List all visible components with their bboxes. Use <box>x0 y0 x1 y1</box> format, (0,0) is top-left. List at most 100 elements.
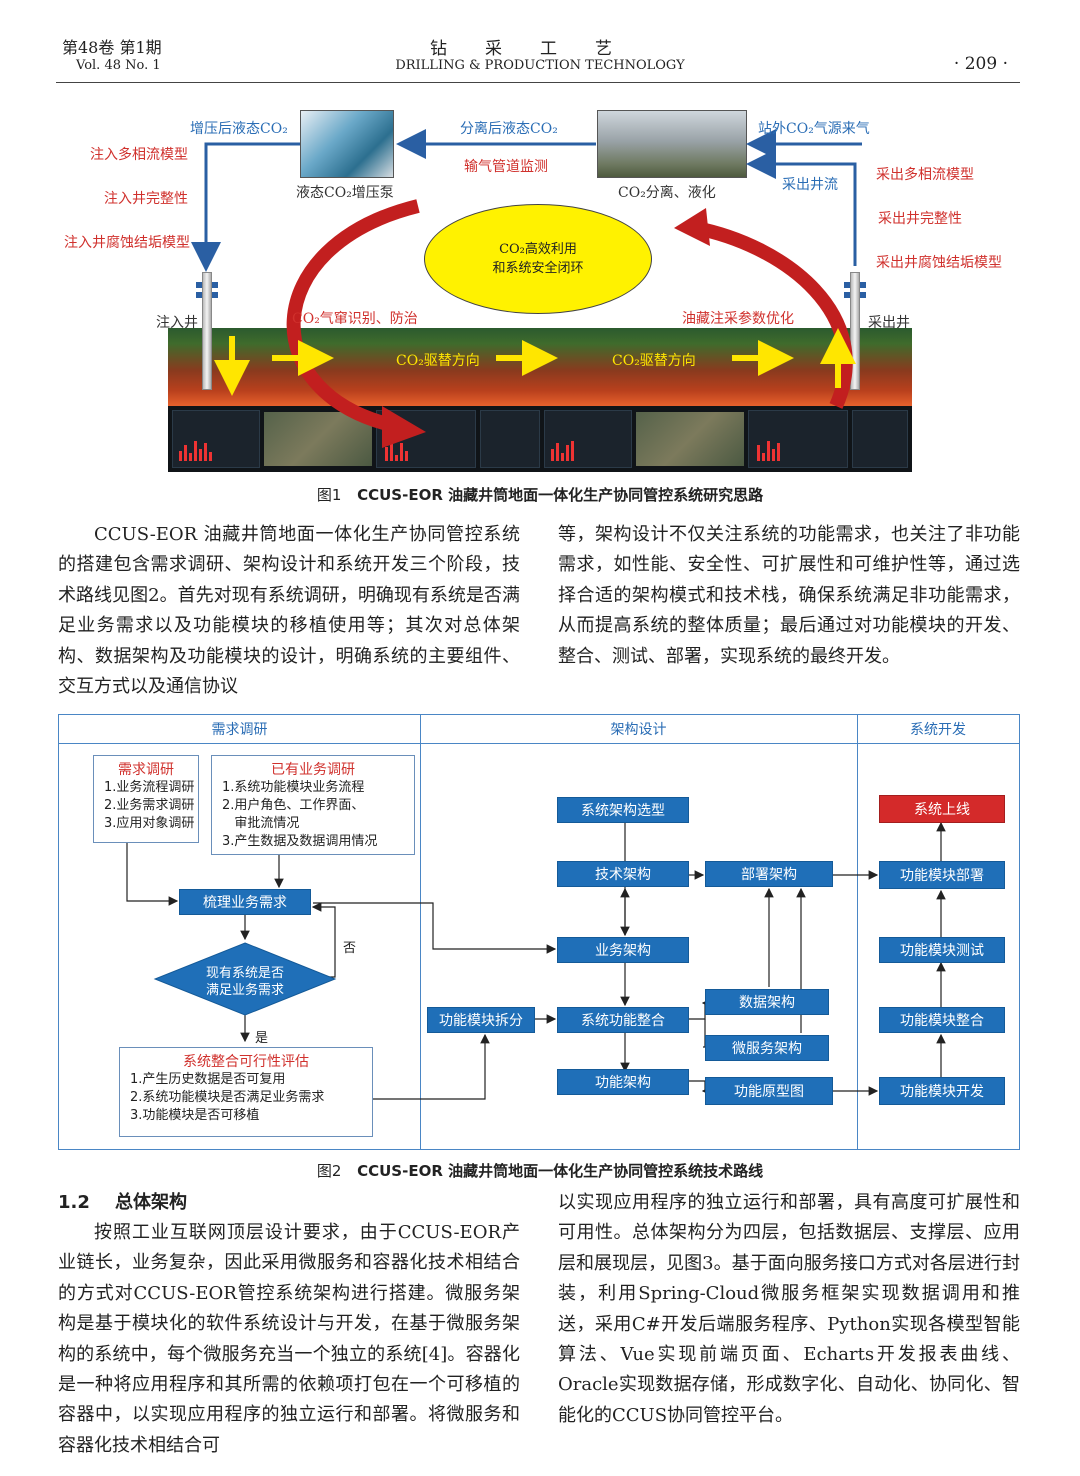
figure-2-number: 图2 <box>316 1162 342 1180</box>
figure-2-title: CCUS-EOR 油藏井筒地面一体化生产协同管控系统技术路线 <box>357 1162 764 1180</box>
bar-sparkline <box>551 441 576 463</box>
label-prod-multiphase: 采出多相流模型 <box>876 167 974 183</box>
figure-1-caption: 图1 CCUS-EOR 油藏井筒地面一体化生产协同管控系统研究思路 <box>0 484 1080 505</box>
system-integration-box: 系统功能整合 <box>557 1007 689 1033</box>
function-architecture-box: 功能架构 <box>557 1069 689 1095</box>
paragraph-text: 以实现应用程序的独立运行和部署，具有高度可扩展性和可用性。总体架构分为四层，包括… <box>558 1192 1020 1426</box>
box-title: 已有业务调研 <box>271 762 355 778</box>
label-gas-channel: CO₂气窜识别、防治 <box>292 311 418 327</box>
red-curve-arrow <box>286 199 420 433</box>
dashboard-map <box>636 412 744 466</box>
module-development-box: 功能模块开发 <box>879 1077 1005 1105</box>
decision-line-1: 现有系统是否 <box>205 966 284 981</box>
dashboard-panel <box>748 410 848 468</box>
label-pipe-monitor: 输气管道监测 <box>464 159 548 175</box>
label-sep-co2: 分离后液态CO₂ <box>460 121 558 137</box>
section-head-requirements: 需求调研 <box>211 722 268 738</box>
dashboard-strip <box>168 406 912 472</box>
label-prod-flow: 采出井流 <box>782 177 838 193</box>
figure-1-number: 图1 <box>316 486 342 504</box>
list-item: 3.功能模块是否可移植 <box>130 1108 260 1123</box>
list-item: 2.业务需求调研 <box>104 798 195 813</box>
prototype-box: 功能原型图 <box>705 1077 833 1105</box>
deploy-architecture-box: 部署架构 <box>705 861 833 887</box>
figure-1-title: CCUS-EOR 油藏井筒地面一体化生产协同管控系统研究思路 <box>357 486 764 504</box>
list-item: 1.系统功能模块业务流程 <box>222 780 365 795</box>
decision-text: 现有系统是否 满足业务需求 <box>153 965 337 999</box>
microservice-architecture-box: 微服务架构 <box>705 1035 829 1061</box>
label-inj-multiphase: 注入多相流模型 <box>90 147 188 163</box>
closed-loop-goal: CO₂高效利用 和系统安全闭环 <box>424 204 652 314</box>
list-item: 3.应用对象调研 <box>104 816 195 831</box>
figure-2: 需求调研 架构设计 系统开发 <box>58 714 1020 1150</box>
red-arrowhead <box>674 208 710 246</box>
list-item: 2.用户角色、工作界面、 <box>222 798 365 813</box>
journal-title-cn: 钻采工艺 <box>430 39 650 59</box>
figure-2-caption: 图2 CCUS-EOR 油藏井筒地面一体化生产协同管控系统技术路线 <box>0 1160 1080 1181</box>
dashboard-panel <box>544 410 632 468</box>
label-prod-well: 采出井 <box>868 315 910 331</box>
section-title: 总体架构 <box>114 1192 187 1213</box>
paragraph-2-left: 按照工业互联网顶层设计要求，由于CCUS-EOR产业链长，业务复杂，因此采用微服… <box>58 1218 520 1461</box>
label-separation: CO₂分离、液化 <box>618 185 716 201</box>
yes-label: 是 <box>255 1031 269 1046</box>
divider <box>420 715 421 1149</box>
no-label: 否 <box>343 941 357 956</box>
flow-line <box>746 149 857 266</box>
divider <box>857 715 858 1149</box>
module-test-box: 功能模块测试 <box>879 937 1005 963</box>
bar-sparkline <box>385 441 410 463</box>
section-number: 1.2 <box>58 1192 90 1213</box>
section-head-development: 系统开发 <box>910 722 966 738</box>
section-head-architecture: 架构设计 <box>610 722 667 738</box>
pump-image <box>300 110 394 178</box>
tech-architecture-box: 技术架构 <box>557 861 689 887</box>
label-pump: 液态CO₂增压泵 <box>296 185 394 201</box>
label-prod-corrosion: 采出井腐蚀结垢模型 <box>876 255 1002 271</box>
red-curve-arrow <box>694 221 853 409</box>
red-arrowhead <box>382 406 426 448</box>
paragraph-1-right: 等，架构设计不仅关注系统的功能需求，也关注了非功能需求，如性能、安全性、可扩展性… <box>558 520 1020 672</box>
business-architecture-box: 业务架构 <box>557 937 689 963</box>
module-deploy-box: 功能模块部署 <box>879 861 1005 889</box>
dashboard-panel <box>480 410 540 468</box>
label-drive-1: CO₂驱替方向 <box>396 353 480 369</box>
volume-issue-en: Vol. 48 No. 1 <box>76 58 161 73</box>
module-integration-box: 功能模块整合 <box>879 1007 1005 1033</box>
label-inj-corrosion: 注入井腐蚀结垢模型 <box>64 235 190 251</box>
decision-diamond <box>153 942 337 1016</box>
header-rule <box>56 82 1020 83</box>
goal-line-2: 和系统安全闭环 <box>492 261 584 276</box>
list-item: 3.产生数据及数据调用情况 <box>222 834 378 849</box>
box-title: 系统整合可行性评估 <box>183 1054 309 1070</box>
journal-title-en: DRILLING & PRODUCTION TECHNOLOGY <box>395 58 685 73</box>
list-item: 1.产生历史数据是否可复用 <box>130 1072 286 1087</box>
list-item: 2.系统功能模块是否满足业务需求 <box>130 1090 325 1105</box>
box-title: 需求调研 <box>118 762 174 778</box>
volume-issue-cn: 第48卷 第1期 <box>62 38 162 57</box>
paragraph-text: 等，架构设计不仅关注系统的功能需求，也关注了非功能需求，如性能、安全性、可扩展性… <box>558 524 1020 667</box>
sort-requirements-box: 梳理业务需求 <box>179 889 311 915</box>
architecture-select-box: 系统架构选型 <box>557 797 689 823</box>
paragraph-text: 按照工业互联网顶层设计要求，由于CCUS-EOR产业链长，业务复杂，因此采用微服… <box>58 1222 520 1456</box>
requirement-research-box: 需求调研 1.业务流程调研 2.业务需求调研 3.应用对象调研 <box>93 755 199 843</box>
injection-well-icon <box>202 272 212 390</box>
dashboard-map <box>264 412 372 466</box>
feasibility-box: 系统整合可行性评估 1.产生历史数据是否可复用 2.系统功能模块是否满足业务需求… <box>119 1047 373 1137</box>
decision-line-2: 满足业务需求 <box>205 983 284 998</box>
dashboard-panel <box>852 410 908 468</box>
paragraph-1-left: CCUS-EOR 油藏井筒地面一体化生产协同管控系统的搭建包含需求调研、架构设计… <box>58 520 520 702</box>
bar-sparkline <box>757 441 782 463</box>
page-number: · 209 · <box>953 54 1008 74</box>
dashboard-panel <box>172 410 260 468</box>
label-param-opt: 油藏注采参数优化 <box>682 311 794 327</box>
label-ext-source: 站外CO₂气源来气 <box>758 121 870 137</box>
existing-business-box: 已有业务调研 1.系统功能模块业务流程 2.用户角色、工作界面、 审批流情况 3… <box>211 755 415 855</box>
label-prod-integrity: 采出井完整性 <box>878 211 962 227</box>
plant-image <box>597 110 747 178</box>
system-online-box: 系统上线 <box>879 795 1005 823</box>
section-heading: 1.2 总体架构 <box>58 1188 187 1214</box>
function-split-box: 功能模块拆分 <box>427 1007 535 1033</box>
list-item: 审批流情况 <box>222 816 300 831</box>
paragraph-text: CCUS-EOR 油藏井筒地面一体化生产协同管控系统的搭建包含需求调研、架构设计… <box>58 524 520 698</box>
